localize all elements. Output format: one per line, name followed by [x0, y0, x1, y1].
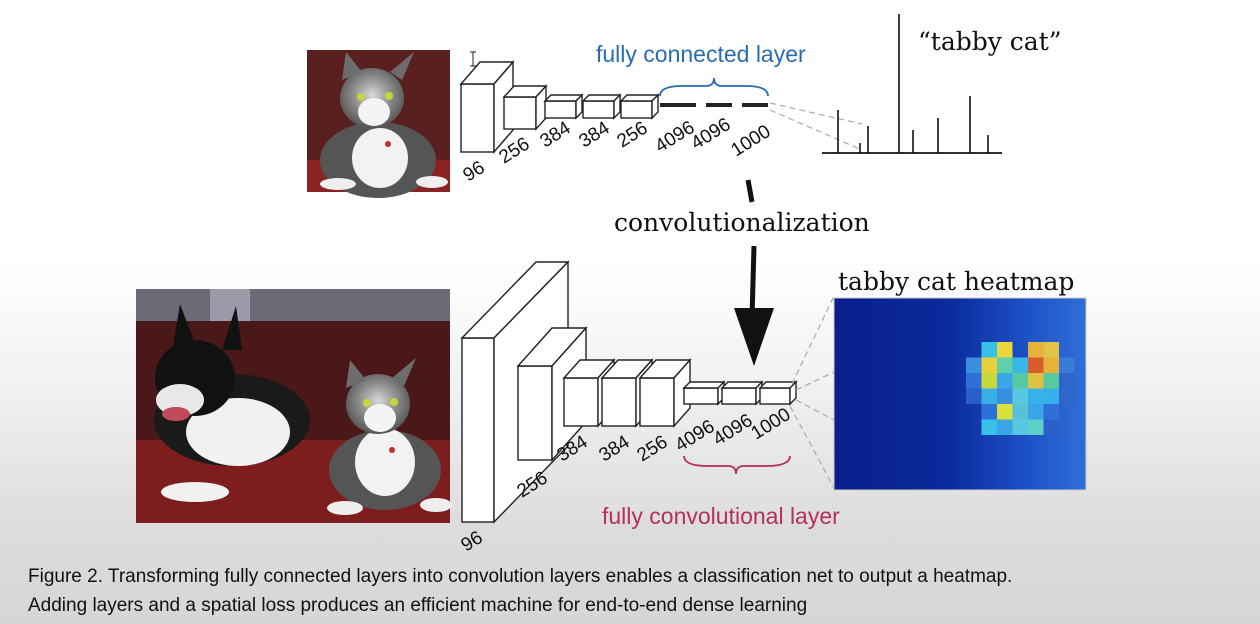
heatmap-cell: [1043, 388, 1059, 404]
top-layer-block-384a: [543, 93, 584, 120]
heatmap-cell: [1028, 419, 1044, 435]
heatmap-cell: [981, 388, 997, 404]
bottom-layer-label: 1000: [748, 404, 795, 444]
dog-cat-photo: [136, 289, 452, 523]
heatmap-cell: [1012, 404, 1028, 420]
heatmap-cell: [997, 404, 1013, 420]
conv-layer-label: fully convolutional layer: [602, 503, 840, 529]
bottom-layer-block-256b: [638, 358, 692, 428]
heatmap-cell: [966, 388, 982, 404]
bottom-network: [460, 260, 835, 524]
heatmap-cell: [1028, 388, 1044, 404]
heatmap-cell: [1043, 404, 1059, 420]
heatmap-cell: [981, 419, 997, 435]
heatmap-cell: [981, 404, 997, 420]
heatmap-cell: [1012, 388, 1028, 404]
heatmap-cell: [1043, 373, 1059, 389]
fc-brace: [659, 77, 769, 97]
top-layer-label: 1000: [728, 121, 775, 161]
heatmap-cell: [1012, 357, 1028, 373]
heatmap-cell: [1028, 404, 1044, 420]
bottom-layer-label: 96: [458, 527, 487, 556]
caption-line-1: Figure 2. Transforming fully connected l…: [28, 566, 1013, 587]
heatmap-cell: [997, 357, 1013, 373]
heatmap-cell: [966, 373, 982, 389]
heatmap-cell: [1059, 373, 1075, 389]
heatmap-cell: [981, 342, 997, 358]
heatmap-cell: [997, 388, 1013, 404]
heatmap-cell: [1043, 342, 1059, 358]
heatmap-cell: [1043, 357, 1059, 373]
heatmap-cell: [1012, 373, 1028, 389]
figure-diagram: 96 256 384 384 256 4096 4096 1000 fully …: [136, 14, 1087, 556]
top-network: [459, 51, 863, 154]
heatmap-cell: [981, 357, 997, 373]
top-layer-label: 4096: [688, 114, 735, 154]
heatmap-cell: [981, 373, 997, 389]
output-score-plot: [822, 14, 1002, 154]
conv-brace: [683, 455, 791, 475]
heatmap-cell: [997, 373, 1013, 389]
top-layer-block-384b: [581, 93, 622, 120]
heatmap-cell: [997, 342, 1013, 358]
bottom-layer-label: 384: [596, 431, 634, 466]
bottom-layer-block-4096a: [682, 380, 726, 406]
output-class-label: “tabby cat”: [918, 27, 1062, 56]
figure-caption: Figure 2. Transforming fully connected l…: [28, 562, 1238, 620]
top-layer-label: 96: [460, 157, 489, 186]
heatmap-cell: [997, 419, 1013, 435]
cat-photo-top: [307, 50, 450, 198]
bottom-layer-label: 256: [634, 432, 672, 467]
heatmap-cell: [1059, 357, 1075, 373]
top-layer-block-256b: [619, 93, 660, 120]
heatmap-cell: [1043, 419, 1059, 435]
heatmap-cell: [1028, 373, 1044, 389]
top-layer-label: 384: [576, 117, 614, 152]
fc-layer-label: fully connected layer: [596, 41, 806, 67]
convolutionalization-label: convolutionalization: [614, 208, 870, 237]
heatmap-cell: [1028, 357, 1044, 373]
bottom-layer-block-4096b: [720, 380, 764, 406]
heatmap-cell: [1059, 388, 1075, 404]
convolutionalization-arrow: [734, 179, 774, 366]
heatmap-cell: [966, 357, 982, 373]
bottom-layer-block-1000: [758, 380, 798, 406]
caption-line-2: Adding layers and a spatial loss produce…: [28, 595, 808, 616]
tabby-cat-heatmap: [833, 297, 1087, 491]
top-layer-block-256: [502, 84, 548, 131]
heatmap-label: tabby cat heatmap: [838, 267, 1074, 296]
heatmap-cell: [1012, 419, 1028, 435]
heatmap-cell: [1028, 342, 1044, 358]
top-layer-label: 256: [614, 118, 652, 153]
